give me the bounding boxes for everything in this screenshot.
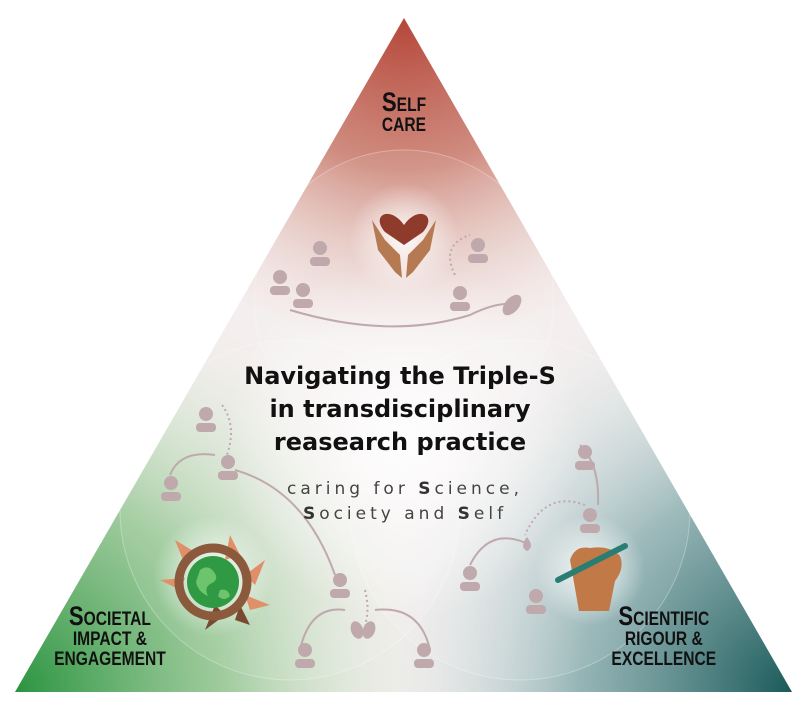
connector-arcs (169, 234, 600, 651)
person-icon (218, 455, 238, 480)
diagram-subtitle: caring for Science, Society and Self (220, 477, 590, 527)
person-icon (468, 238, 488, 263)
subtitle-s: S (302, 504, 320, 524)
subtitle-text: elf (473, 504, 508, 524)
hands-heart-icon (372, 213, 436, 278)
scientific-initial: S (618, 601, 634, 631)
person-icon (580, 508, 600, 533)
excellence-text: EXCELLENCE (611, 649, 717, 671)
self-care-label: SELF CARE (371, 88, 437, 136)
subtitle-text: caring for (287, 479, 419, 499)
person-icon (330, 573, 350, 598)
title-line-3: reasearch practice (273, 428, 527, 456)
leaf-icon (502, 294, 522, 316)
title-line-2: in transdisciplinary (269, 395, 531, 423)
subtitle-text: cience, (434, 479, 523, 499)
person-icon (270, 270, 290, 295)
self-initial: S (381, 87, 397, 117)
diagram-title: Navigating the Triple-S in transdiscipli… (200, 360, 600, 459)
engagement-text: ENGAGEMENT (54, 649, 166, 671)
person-icon (460, 566, 480, 591)
drop-icon (523, 537, 531, 551)
impact-text: IMPACT & (72, 629, 147, 651)
person-icon (450, 286, 470, 311)
person-icon (161, 476, 181, 501)
butterfly-icon (350, 621, 376, 639)
subtitle-text: ociety and (319, 504, 458, 524)
rigour-text: RIGOUR & (624, 629, 703, 651)
person-icon (526, 589, 546, 614)
societal-impact-label: SOCIETAL IMPACT & ENGAGEMENT (32, 602, 188, 670)
care-text: CARE (381, 115, 427, 137)
subtitle-s: S (418, 479, 435, 499)
person-icon (196, 407, 216, 432)
subtitle-s: S (457, 504, 474, 524)
societal-initial: S (68, 601, 84, 631)
scientific-rest: CIENTIFIC (633, 609, 710, 630)
person-icon (414, 643, 434, 668)
person-icon (310, 241, 330, 266)
title-line-1: Navigating the Triple-S (244, 362, 556, 390)
person-icon (293, 283, 313, 308)
societal-rest: OCIETAL (83, 609, 151, 630)
self-rest: ELF (396, 95, 427, 116)
person-icons (161, 238, 600, 668)
scientific-rigour-label: SCIENTIFIC RIGOUR & EXCELLENCE (590, 602, 738, 670)
fist-pen-icon (555, 543, 628, 611)
globe-hands-icon (160, 535, 270, 630)
